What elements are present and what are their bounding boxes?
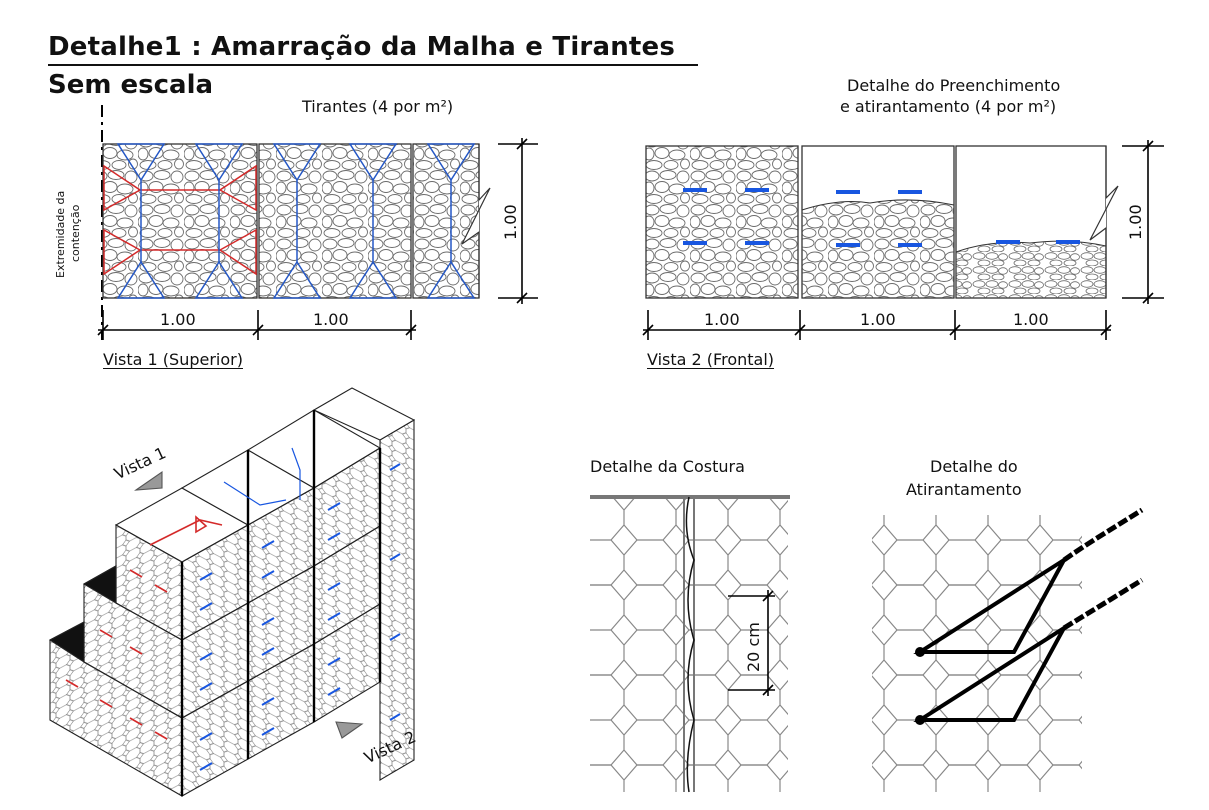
- view2-width-dimensions: [642, 310, 1112, 340]
- view1-tirantes-note: Tirantes (4 por m²): [302, 97, 454, 116]
- view2-dim-label-3: 1.00: [1013, 310, 1049, 329]
- view2-note-line2: e atirantamento (4 por m²): [840, 97, 1057, 116]
- view2-note-line1: Detalhe do Preenchimento: [847, 76, 1061, 95]
- view2-height-dimension: [1122, 140, 1164, 304]
- view2-dim-label-1: 1.00: [704, 310, 740, 329]
- view1-cell-2: [258, 143, 412, 299]
- view1-width-dimensions: [97, 310, 417, 340]
- view2-dim-label-2: 1.00: [860, 310, 896, 329]
- tie-detail-drawing: [872, 507, 1144, 792]
- view2-break-line: [1089, 146, 1119, 298]
- isometric-gabion-wall: [48, 387, 416, 797]
- view1-height-dimension: [498, 138, 538, 304]
- seam-spacing-label: 20 cm: [744, 622, 763, 672]
- seam-detail-title: Detalhe da Costura: [590, 457, 745, 476]
- view1-edge-label-line1: Extremidade da: [54, 190, 67, 278]
- view2-blue-ties: [683, 188, 1080, 247]
- seam-detail-drawing: [590, 495, 790, 793]
- view2-label: Vista 2 (Frontal): [647, 350, 775, 369]
- seam-spacing-dimension: [728, 590, 775, 696]
- page-title: Detalhe1 : Amarração da Malha e Tirantes: [48, 32, 676, 62]
- view1-break-line: [461, 144, 491, 298]
- view2-front-drawing: [642, 140, 1164, 340]
- view1-label: Vista 1 (Superior): [103, 350, 243, 369]
- view1-edge-label-line2: contenção: [69, 204, 82, 262]
- view1-top-drawing: [97, 105, 538, 340]
- view1-cell-3: [412, 143, 480, 299]
- view2-cell-full: [645, 145, 799, 299]
- page-subtitle: Sem escala: [48, 70, 214, 100]
- title-underline: [48, 64, 698, 66]
- tie-detail-title-line2: Atirantamento: [906, 480, 1022, 499]
- view1-dim-label-1: 1.00: [160, 310, 196, 329]
- view2-height-dim-label: 1.00: [1126, 204, 1145, 240]
- tie-detail-title-line1: Detalhe do: [930, 457, 1018, 476]
- view1-red-lacing: [103, 164, 257, 276]
- view1-blue-ties: [116, 143, 476, 299]
- view1-height-dim-label: 1.00: [501, 204, 520, 240]
- view1-cell-1: [102, 143, 258, 299]
- view1-dim-label-2: 1.00: [313, 310, 349, 329]
